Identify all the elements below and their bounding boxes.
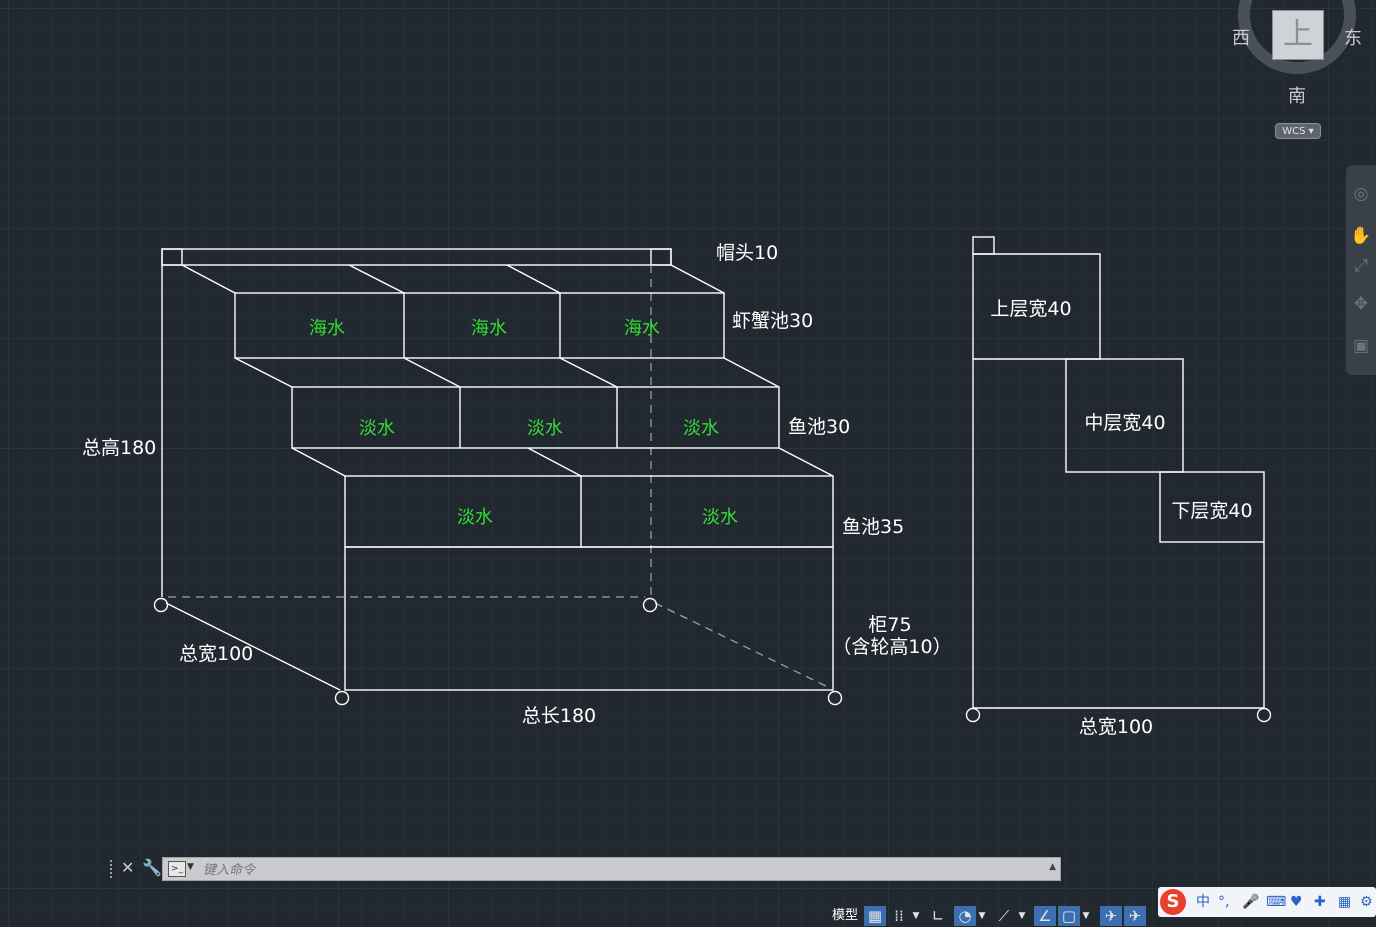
label-total-width-left: 总宽100 xyxy=(179,643,253,665)
compass-west[interactable]: 西 xyxy=(1232,28,1250,49)
viewcube[interactable]: 上 西 东 南 WCS ▾ xyxy=(1226,0,1376,145)
zoom-extents-icon[interactable]: ⤢ xyxy=(1354,256,1368,276)
annotation-visibility-icon[interactable]: ✈ xyxy=(1124,906,1146,926)
chevron-down-icon[interactable]: ▼ xyxy=(978,911,986,921)
label-fish-tank-low: 鱼池35 xyxy=(842,516,904,538)
compass-south[interactable]: 南 xyxy=(1288,86,1306,107)
grid-toggle-icon[interactable]: ▦ xyxy=(864,906,886,926)
label-cap: 帽头10 xyxy=(716,242,778,264)
keyboard-icon[interactable]: ⌨ xyxy=(1266,894,1287,910)
chevron-up-icon[interactable]: ▲ xyxy=(1049,862,1056,872)
tank-label-mid-2: 淡水 xyxy=(527,418,563,439)
label-cabinet: 柜75 xyxy=(868,614,911,636)
label-total-width-right: 总宽100 xyxy=(1079,716,1153,738)
command-prompt-icon[interactable]: >_ xyxy=(168,861,186,877)
rack-isometric xyxy=(153,248,843,706)
punctuation-icon[interactable]: °, xyxy=(1218,894,1230,910)
label-total-height: 总高180 xyxy=(82,437,156,459)
annotation-scale-icon[interactable]: ✈ xyxy=(1100,906,1122,926)
wcs-menu-button[interactable]: WCS ▾ xyxy=(1275,123,1321,139)
isometric-drafting-icon[interactable]: ⟋ xyxy=(998,907,1010,925)
ime-mode-toggle[interactable]: 中 xyxy=(1196,894,1210,910)
object-snap-tracking-icon[interactable]: ∠ xyxy=(1034,906,1056,926)
label-shrimp-crab-tank: 虾蟹池30 xyxy=(732,310,813,332)
tank-label-low-1: 淡水 xyxy=(457,507,493,528)
sogou-logo-icon[interactable]: S xyxy=(1160,889,1186,915)
chevron-down-icon[interactable]: ▼ xyxy=(1082,911,1090,921)
rack-side-view xyxy=(965,236,1272,723)
model-tab[interactable]: 模型 xyxy=(831,908,858,923)
chevron-down-icon[interactable]: ▼ xyxy=(187,862,194,872)
tank-label-low-2: 淡水 xyxy=(702,507,738,528)
wrench-icon[interactable]: 🔧 xyxy=(142,858,162,877)
label-cabinet-note: （含轮高10） xyxy=(832,636,951,658)
viewcube-top-face[interactable]: 上 xyxy=(1272,10,1324,60)
snap-mode-icon[interactable]: ⁞⁞ xyxy=(894,907,904,925)
navigation-bar: ◎ ✋ ⤢ ✥ ▣ xyxy=(1346,165,1376,375)
command-input[interactable] xyxy=(201,860,1025,880)
settings-gear-icon[interactable]: ⚙ xyxy=(1360,894,1373,910)
command-line-drag-handle[interactable] xyxy=(110,860,118,878)
label-total-length: 总长180 xyxy=(522,705,596,727)
steering-wheel-icon[interactable]: ◎ xyxy=(1353,184,1369,204)
object-snap-icon[interactable]: ▢ xyxy=(1058,906,1080,926)
microphone-icon[interactable]: 🎤 xyxy=(1242,894,1260,910)
tank-label-top-2: 海水 xyxy=(471,318,507,339)
tank-label-mid-3: 淡水 xyxy=(683,418,719,439)
tank-label-top-1: 海水 xyxy=(309,318,345,339)
chevron-down-icon[interactable]: ▼ xyxy=(1018,911,1026,921)
compass-east[interactable]: 东 xyxy=(1344,28,1362,49)
chevron-down-icon[interactable]: ▼ xyxy=(912,911,920,921)
label-upper-width: 上层宽40 xyxy=(990,298,1071,320)
command-input-box: >_ ▼ ▲ xyxy=(162,857,1061,881)
ime-toolbar: S 中 °, 🎤 ⌨ ♥ ✚ ▦ ⚙ xyxy=(1158,887,1376,917)
gamepad-icon[interactable]: ✚ xyxy=(1314,894,1326,910)
skin-icon[interactable]: ♥ xyxy=(1290,894,1303,910)
ortho-mode-icon[interactable]: ∟ xyxy=(931,907,945,925)
polar-tracking-icon[interactable]: ◔ xyxy=(954,906,976,926)
close-icon[interactable]: ✕ xyxy=(121,858,135,877)
label-fish-tank-mid: 鱼池30 xyxy=(788,416,850,438)
showmotion-icon[interactable]: ▣ xyxy=(1352,336,1370,356)
label-middle-width: 中层宽40 xyxy=(1084,412,1165,434)
command-line: ✕ 🔧 >_ ▼ ▲ xyxy=(108,857,1061,881)
wcs-label: WCS xyxy=(1282,126,1306,137)
label-lower-width: 下层宽40 xyxy=(1171,500,1252,522)
status-bar: 模型 ▦ ⁞⁞ ▼ ∟ ◔ ▼ ⟋ ▼ ∠ ▢ ▼ ✈ ✈ xyxy=(828,904,1376,927)
apps-grid-icon[interactable]: ▦ xyxy=(1338,894,1352,910)
pan-hand-icon[interactable]: ✋ xyxy=(1350,226,1372,246)
tank-label-mid-1: 淡水 xyxy=(359,418,395,439)
tank-label-top-3: 海水 xyxy=(624,318,660,339)
orbit-icon[interactable]: ✥ xyxy=(1353,294,1369,314)
